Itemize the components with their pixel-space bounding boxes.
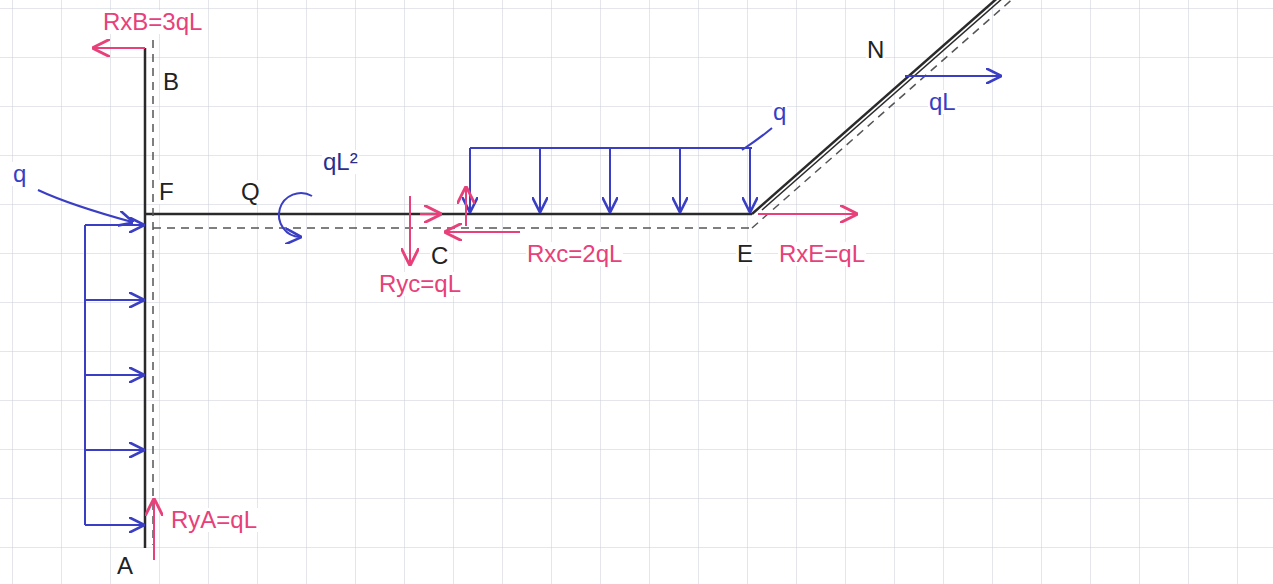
load-label: q bbox=[12, 162, 27, 186]
reaction-label: Ryc=qL bbox=[378, 272, 462, 296]
reaction-label: RxB=3qL bbox=[102, 10, 203, 34]
distributed-load bbox=[38, 76, 1000, 525]
reaction-label: RyA=qL bbox=[170, 508, 258, 532]
point-label: N bbox=[866, 38, 885, 62]
point-label: Q bbox=[240, 180, 261, 204]
point-label: E bbox=[736, 242, 754, 266]
point-label: C bbox=[430, 244, 449, 268]
structure bbox=[145, 0, 1012, 548]
point-label: B bbox=[162, 70, 180, 94]
reaction-label: RxE=qL bbox=[778, 242, 866, 266]
reaction-label: Rxc=2qL bbox=[526, 242, 623, 266]
reaction-arrows bbox=[94, 48, 856, 560]
load-label: q bbox=[772, 100, 787, 124]
point-label: A bbox=[116, 554, 134, 578]
point-label: F bbox=[158, 180, 175, 204]
deformed-shape bbox=[153, 0, 1016, 545]
moment-label: qL² bbox=[322, 150, 359, 174]
load-label: qL bbox=[928, 90, 957, 114]
